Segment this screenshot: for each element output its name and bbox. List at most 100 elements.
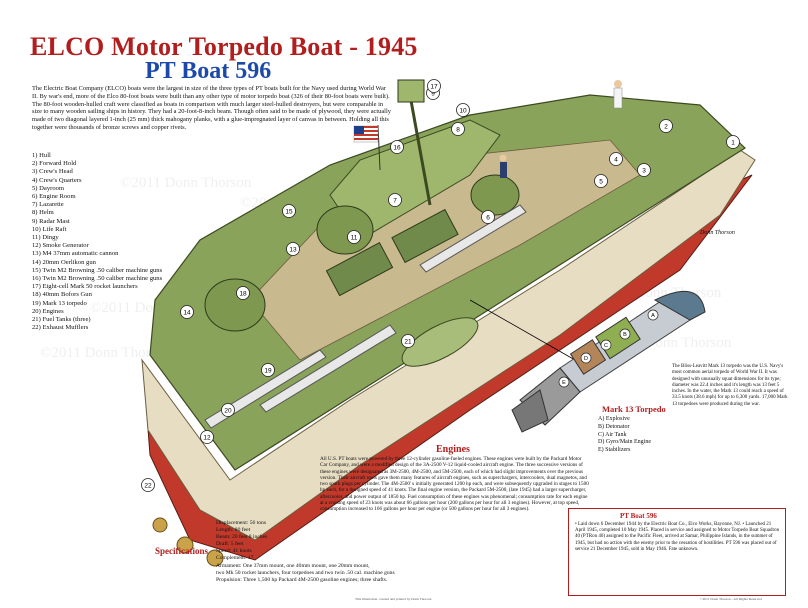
engine-block [325,241,394,297]
legend-item: 12) Smoke Generator [32,242,89,250]
legend-item: 18) 40mm Bofors Gun [32,291,92,299]
callout-20: 20 [221,403,235,417]
spec-line: Displacement: 56 tons [216,520,267,526]
callout-19: 19 [261,363,275,377]
legend-item: 17) Eight-cell Mark 50 rocket launchers [32,283,138,291]
radar-mast [408,94,432,206]
torpedo-part-item: B) Detonator [598,423,630,430]
callout-4: 4 [609,152,623,166]
spec-line: two Mk 50 rocket launchers, four torpedo… [216,569,395,576]
callout-number: 15 [285,208,293,215]
callout-10: 10 [456,103,470,117]
spec-line: Propulsion: Three 1,500 hp Packard 4M-25… [216,576,388,583]
gun-turret [316,205,374,255]
legend-item: 19) Mark 13 torpedo [32,299,87,307]
legend-item: 8) Helm [32,209,54,217]
legend-item: 11) Dingy [32,234,59,242]
pt-596-history-text: • Laid down 6 December 1944 by the Elect… [575,522,780,552]
engines-heading: Engines [436,444,470,455]
torpedo-heading: Mark 13 Torpedo [602,404,666,414]
callout-number: 7 [393,197,397,204]
callout-number: 9 [431,90,435,97]
callout-number: 19 [264,367,272,374]
parts-legend: 1) Hull 2) Forward Hold 3) Crew's Head 4… [32,152,182,332]
pt-596-heading: PT Boat 596 [620,512,657,520]
deck-torpedo [259,324,397,413]
torpedo-part-item: C) Air Tank [598,431,627,438]
deck-torpedo [204,349,327,429]
torpedo-marker-D: D [580,352,592,364]
callout-number: 10 [459,107,467,114]
legend-item: 15) Twin M2 Browning .50 caliber machine… [32,266,163,274]
callout-3: 3 [637,163,651,177]
callout-11: 11 [347,230,361,244]
callout-13: 13 [286,242,300,256]
callout-number: 1 [731,139,735,146]
engine-block [391,208,459,264]
callout-number: 21 [404,338,412,345]
crew-figure [499,154,507,178]
legend-item: 4) Crew's Quarters [32,176,82,184]
spec-line: Complement: 17 [216,555,254,562]
intro-paragraph: The Electric Boat Company (ELCO) boats w… [32,85,391,131]
legend-item: 3) Crew's Head [32,168,73,176]
callout-number: 17 [430,83,438,90]
legend-item: 22) Exhaust Mufflers [32,324,89,332]
gun-turret [204,278,266,332]
page-subtitle: PT Boat 596 [145,58,272,84]
engines-text: All U.S. PT boats were powered by three … [320,456,589,513]
propeller [206,549,224,567]
legend-item: 10) Life Raft [32,225,67,233]
propeller [176,536,194,554]
specifications-heading: Specifications [155,546,208,556]
legend-item: 14) 20mm Oerlikon gun [32,258,96,266]
spec-line: Beam: 20 feet 8 inches [216,534,268,541]
torpedo-marker-B: B [619,328,631,340]
callout-18: 18 [236,286,250,300]
torpedo-part-markers: A B C D E [558,309,659,388]
callout-7: 7 [388,193,402,207]
legend-item: 1) Hull [32,152,51,159]
footer-credit: This illustration, created and printed b… [355,597,432,601]
callout-12: 12 [200,430,214,444]
callout-14: 14 [180,305,194,319]
callout-2: 2 [659,119,673,133]
callout-22: 22 [141,478,155,492]
callout-number: 13 [289,246,297,253]
callout-8: 8 [451,122,465,136]
legend-item: 21) Fuel Tanks (three) [32,316,91,324]
torpedo-marker-letter: B [623,332,627,338]
torpedo-marker-letter: E [562,380,566,386]
torpedo-description: The Bliss-Leavitt Mark 13 torpedo was th… [672,364,788,407]
torpedo-marker-letter: D [584,356,588,362]
fuel-tank [401,317,479,367]
crew-figure [613,80,623,109]
callout-number: 11 [351,234,358,241]
callout-16: 16 [390,140,404,154]
artist-signature: Donn Thorson [700,230,735,236]
torpedo-part-item: E) Stabilizers [598,447,631,454]
legend-item: 13) M4 37mm automatic cannon [32,250,119,258]
callout-5: 5 [594,174,608,188]
mark-13-torpedo-cutaway [511,291,706,433]
page-title: ELCO Motor Torpedo Boat - 1945 [30,32,418,61]
spec-line: Armament: One 37mm mount, one 40mm mount… [216,562,370,569]
deck-torpedo [419,204,527,273]
torpedo-marker-C: C [600,339,612,351]
gun-turret [470,174,520,216]
callout-6: 6 [481,210,495,224]
legend-item: 9) Radar Mast [32,217,70,225]
flag-pole [377,124,381,171]
torpedo-marker-letter: A [651,313,655,319]
callout-number: 14 [183,309,191,316]
torpedo-marker-E: E [558,376,570,388]
callout-number: 12 [203,434,211,441]
torpedo-part-item: A) Explosive [598,416,630,422]
torpedo-part-item: D) Gyro/Main Engine [598,439,651,446]
torpedo-marker-letter: C [604,343,608,349]
torpedo-parts-list: A) Explosive B) Detonator C) Air Tank D)… [598,416,651,455]
legend-item: 2) Forward Hold [32,160,77,168]
radar-dome [397,79,425,103]
footer-copyright: ©2011 Donn Thorson - All Rights Reserved [700,597,762,601]
